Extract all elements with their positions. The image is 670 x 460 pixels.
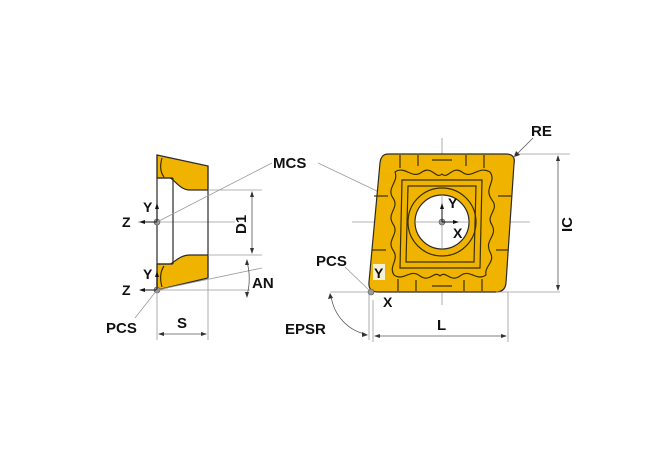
re-arrow-icon: [514, 151, 520, 157]
side-insert-top: [156, 154, 209, 191]
ic-label: IC: [559, 217, 576, 232]
side-y-arrow-icon: [155, 203, 159, 209]
edge-segments: [372, 155, 512, 291]
top-x2-label: X: [383, 294, 393, 310]
d1-label: D1: [233, 215, 250, 234]
side-z-arrow-icon: [139, 220, 145, 224]
side-y2-arrow-icon: [155, 271, 159, 277]
top-y-arrow-icon: [440, 203, 444, 209]
epsr-label: EPSR: [285, 321, 326, 338]
s-label: S: [177, 315, 187, 332]
top-x-arrow-icon: [453, 220, 459, 224]
top-y2-label: Y: [374, 265, 384, 281]
an-label: AN: [252, 275, 274, 292]
side-z-label: Z: [122, 214, 131, 230]
top-x-label: X: [453, 225, 463, 241]
mcs-label: MCS: [273, 155, 306, 172]
hole-land-ring: [407, 187, 477, 257]
side-pcs-label: PCS: [106, 320, 137, 337]
side-z2-arrow-icon: [139, 288, 145, 292]
side-y2-label: Y: [143, 266, 153, 282]
inner-land: [399, 179, 483, 269]
top-y-label: Y: [448, 195, 458, 211]
side-y-label: Y: [143, 199, 153, 215]
l-label: L: [437, 317, 446, 334]
chipbreaker-wave: [390, 169, 495, 279]
top-view: Y X Y X PCS EPSR L IC RE: [285, 123, 576, 342]
side-view: Y Z Y Z D1 AN S PCS: [106, 154, 274, 340]
re-label: RE: [531, 123, 552, 140]
side-z2-label: Z: [122, 282, 131, 298]
top-pcs-label: PCS: [316, 253, 347, 270]
